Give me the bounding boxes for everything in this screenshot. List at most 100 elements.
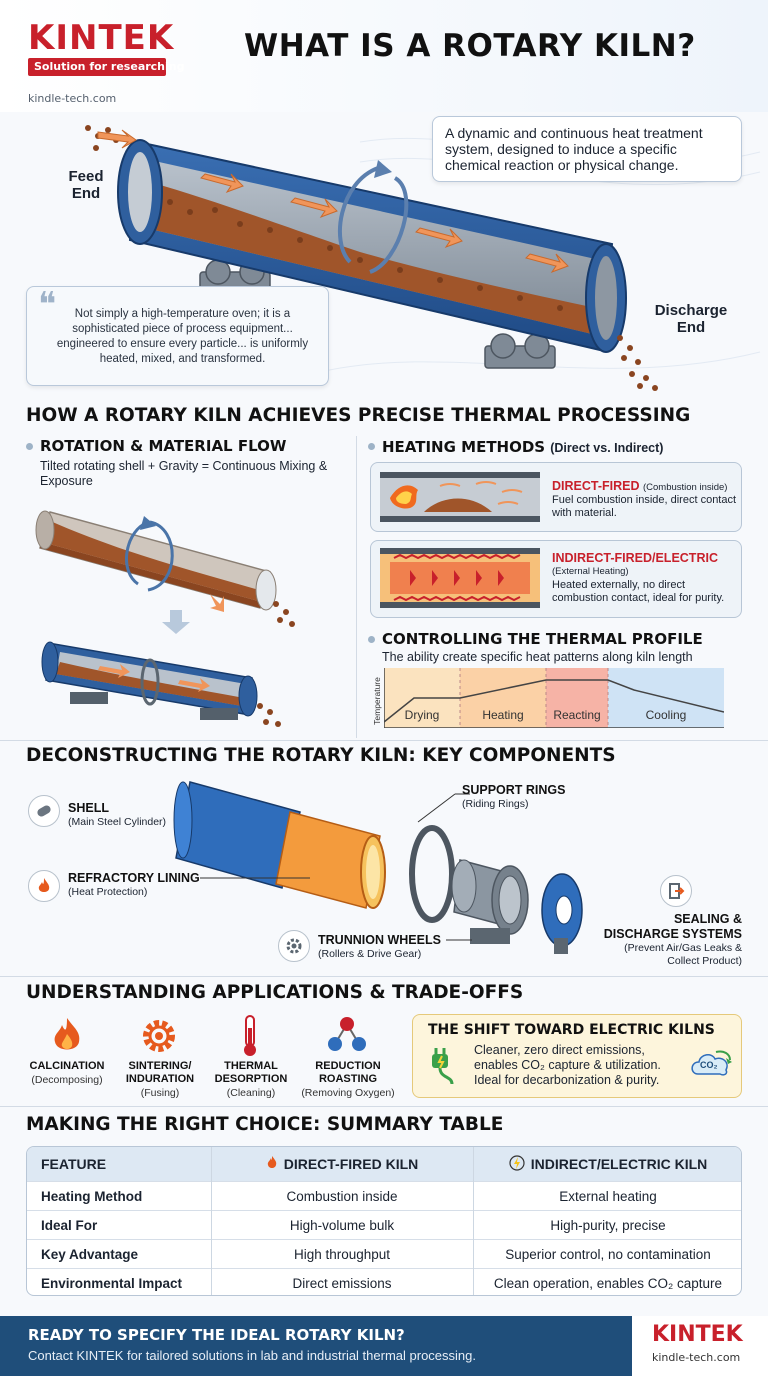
page-title: WHAT IS A ROTARY KILN? bbox=[244, 28, 696, 64]
section-divider bbox=[0, 740, 768, 741]
app-calcination: CALCINATION bbox=[29, 1060, 105, 1072]
heating-zone bbox=[460, 668, 546, 728]
support-ring-part bbox=[409, 825, 455, 923]
profile-axis: Temperature bbox=[372, 672, 382, 730]
summary-section-title: MAKING THE RIGHT CHOICE: SUMMARY TABLE bbox=[26, 1114, 504, 1135]
gear-icon bbox=[139, 1016, 179, 1060]
shell-icon bbox=[28, 795, 60, 827]
direct-fired-sub: (Combustion inside) bbox=[642, 482, 728, 493]
plug-icon bbox=[426, 1046, 460, 1090]
zone-label-reacting: Reacting bbox=[553, 708, 601, 722]
electric-kilns-title: THE SHIFT TOWARD ELECTRIC KILNS bbox=[428, 1022, 715, 1038]
quote-callout: Not simply a high-temperature oven; it i… bbox=[26, 286, 329, 386]
refractory-name: REFRACTORY LINING bbox=[68, 871, 200, 885]
discharge-end-label: Discharge End bbox=[654, 302, 728, 336]
electric-kilns-callout bbox=[412, 1014, 742, 1098]
direct-fired-title: DIRECT-FIRED bbox=[552, 479, 640, 493]
table-cell: High-purity, precise bbox=[550, 1217, 666, 1233]
table-row: Environmental Impact Direct emissions Cl… bbox=[27, 1268, 741, 1295]
app-desorption-sub: (Cleaning) bbox=[226, 1087, 276, 1099]
table-cell: Ideal For bbox=[41, 1217, 98, 1233]
rotation-arrow bbox=[337, 166, 409, 274]
zone-label-heating: Heating bbox=[482, 708, 524, 722]
flame-icon bbox=[28, 870, 60, 902]
table-cell: High throughput bbox=[293, 1246, 391, 1262]
sealing-sub-1: (Prevent Air/Gas Leaks & bbox=[624, 942, 742, 954]
refractory-sub: (Heat Protection) bbox=[68, 886, 148, 898]
app-sintering-sub: (Fusing) bbox=[140, 1087, 180, 1099]
shell-name: SHELL bbox=[68, 801, 109, 815]
rotation-title: ROTATION & MATERIAL FLOW bbox=[40, 437, 287, 455]
table-cell: High-volume bulk bbox=[289, 1217, 395, 1233]
direct-fired-illustration bbox=[380, 472, 540, 522]
thermal-section-title: HOW A ROTARY KILN ACHIEVES PRECISE THERM… bbox=[26, 405, 691, 426]
app-desorption-1: THERMAL bbox=[224, 1060, 278, 1072]
heating-methods-title: HEATING METHODS bbox=[382, 438, 546, 456]
app-reduction-1: REDUCTION bbox=[315, 1060, 381, 1072]
trunnion-sub: (Rollers & Drive Gear) bbox=[318, 948, 422, 960]
table-cell: Direct emissions bbox=[292, 1275, 392, 1291]
app-sintering-1: SINTERING/ bbox=[128, 1060, 192, 1072]
table-row: Key Advantage High throughput Superior c… bbox=[27, 1239, 741, 1268]
table-cell: Environmental Impact bbox=[41, 1275, 183, 1291]
indirect-fired-title: INDIRECT-FIRED/ELECTRIC bbox=[552, 551, 718, 565]
table-cell: Clean operation, enables CO₂ capture bbox=[493, 1275, 723, 1291]
table-divider bbox=[473, 1147, 474, 1295]
app-calcination-sub: (Decomposing) bbox=[31, 1074, 103, 1086]
definition-callout: A dynamic and continuous heat treatment … bbox=[432, 116, 742, 182]
table-cell: External heating bbox=[559, 1188, 657, 1204]
brand-tagline: Solution for researching bbox=[28, 58, 185, 76]
bullet-icon bbox=[368, 443, 375, 450]
trunnion-part bbox=[470, 928, 510, 944]
thermal-profile-body: The ability create specific heat pattern… bbox=[382, 650, 693, 664]
temperature-curve bbox=[384, 679, 724, 723]
footer-logo[interactable]: KINTEK bbox=[652, 1322, 743, 1347]
zone-label-cooling: Cooling bbox=[645, 708, 687, 722]
co2-cloud-icon: CO₂ bbox=[690, 1048, 732, 1080]
support-rings-name: SUPPORT RINGS bbox=[462, 783, 566, 797]
components-section-title: DECONSTRUCTING THE ROTARY KILN: KEY COMP… bbox=[26, 745, 616, 766]
electric-line-1: Cleaner, zero direct emissions, bbox=[474, 1043, 645, 1057]
rotation-body: Tilted rotating shell + Gravity = Contin… bbox=[40, 459, 328, 488]
app-desorption-2: DESORPTION bbox=[214, 1073, 288, 1085]
table-cell: Heating Method bbox=[41, 1188, 143, 1204]
direct-fired-body: Fuel combustion inside, direct contact w… bbox=[552, 494, 737, 519]
site-url[interactable]: kindle-tech.com bbox=[28, 92, 117, 105]
footer-brand-panel bbox=[632, 1316, 768, 1376]
app-reduction-sub: (Removing Oxygen) bbox=[301, 1087, 395, 1099]
footer-body: Contact KINTEK for tailored solutions in… bbox=[28, 1348, 476, 1363]
footer-title: READY TO SPECIFY THE IDEAL ROTARY KILN? bbox=[28, 1326, 405, 1344]
app-sintering-2: INDURATION bbox=[125, 1073, 195, 1085]
section-divider bbox=[0, 1106, 768, 1107]
table-header-indirect-label: INDIRECT/ELECTRIC KILN bbox=[530, 1156, 708, 1172]
table-header-direct: DIRECT-FIRED KILN bbox=[211, 1147, 473, 1181]
reacting-zone bbox=[546, 668, 608, 728]
feed-end-label: Feed End bbox=[68, 168, 104, 202]
sealing-sub-2: Collect Product) bbox=[667, 955, 742, 967]
table-header-feature: FEATURE bbox=[41, 1156, 107, 1172]
indirect-fired-illustration bbox=[380, 548, 540, 608]
rotation-flow-illustration bbox=[35, 510, 295, 727]
molecule-icon bbox=[325, 1014, 369, 1058]
lightning-icon bbox=[509, 1154, 525, 1174]
temperature-axis-label: Temperature bbox=[372, 677, 382, 725]
co2-label: CO₂ bbox=[700, 1060, 718, 1070]
electric-line-2: enables CO₂ capture & utilization. bbox=[474, 1058, 661, 1072]
direct-fired-heading: DIRECT-FIRED (Combustion inside) bbox=[552, 479, 727, 493]
electric-line-3: Ideal for decarbonization & purity. bbox=[474, 1073, 660, 1087]
brand-logo[interactable]: KINTEK bbox=[28, 18, 175, 58]
flame-icon bbox=[266, 1155, 278, 1174]
heating-methods-suffix: (Direct vs. Indirect) bbox=[550, 441, 664, 455]
header bbox=[0, 0, 768, 112]
bullet-icon bbox=[26, 443, 33, 450]
thermometer-icon bbox=[235, 1014, 265, 1062]
sealing-name-2: DISCHARGE SYSTEMS bbox=[603, 927, 742, 941]
kiln-support-right bbox=[484, 333, 556, 369]
footer-url[interactable]: kindle-tech.com bbox=[652, 1351, 741, 1364]
table-divider bbox=[211, 1147, 212, 1295]
table-header-indirect: INDIRECT/ELECTRIC KILN bbox=[473, 1147, 741, 1181]
summary-table: FEATURE DIRECT-FIRED KILN INDIRECT/ELECT… bbox=[26, 1146, 742, 1296]
quote-mark-icon: ❝ bbox=[38, 285, 57, 325]
table-cell: Key Advantage bbox=[41, 1246, 139, 1262]
thermal-profile-title: CONTROLLING THE THERMAL PROFILE bbox=[382, 630, 703, 648]
